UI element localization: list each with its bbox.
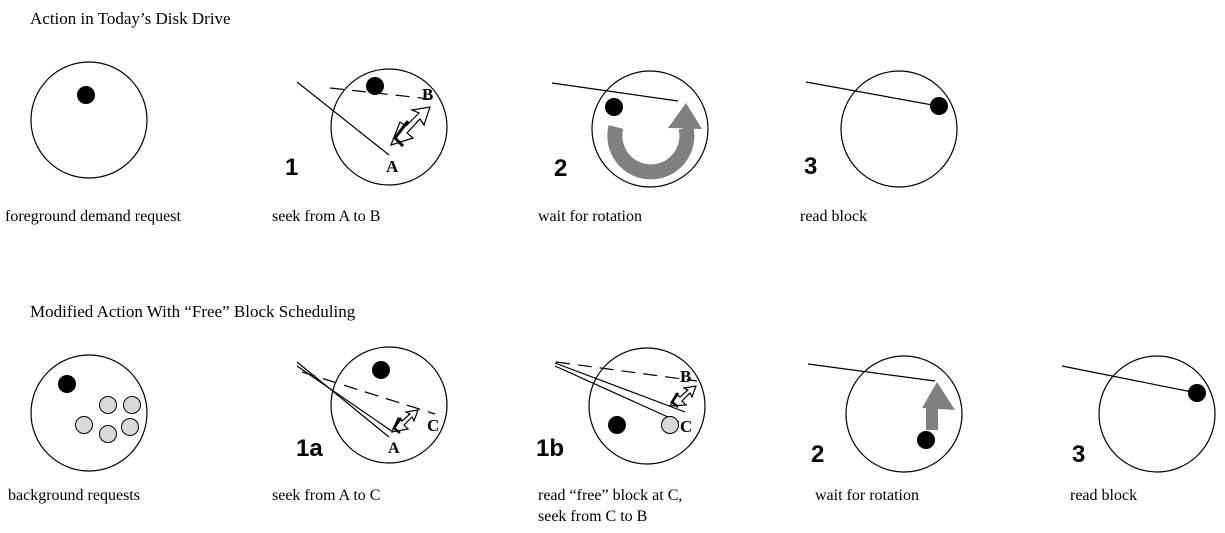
target-block xyxy=(930,97,948,115)
disk-arm xyxy=(551,82,679,102)
disk-arm xyxy=(807,363,936,382)
caption-foreground-request: foreground demand request xyxy=(5,208,181,225)
disk-arm xyxy=(296,361,390,438)
disk-arm-secondary xyxy=(296,365,394,433)
section2-title: Modified Action With “Free” Block Schedu… xyxy=(30,302,356,321)
step-number: 3 xyxy=(804,153,817,180)
step-number: 2 xyxy=(811,441,824,468)
background-block xyxy=(99,425,117,443)
seek-arrow-shadow xyxy=(392,417,403,434)
disk-platter xyxy=(1098,355,1216,473)
label-c: C xyxy=(427,416,439,435)
rotation-arrow-icon xyxy=(668,103,702,129)
disk-arm-secondary xyxy=(554,365,680,423)
disk-arm xyxy=(296,81,390,156)
disk-platter xyxy=(845,355,963,473)
target-block xyxy=(372,361,390,379)
target-block xyxy=(917,431,935,449)
background-block xyxy=(75,416,93,434)
panel-seek-a-to-c: A C 1a seek from A to C xyxy=(272,346,448,504)
label-b: B xyxy=(422,85,433,104)
background-block xyxy=(121,418,139,436)
disk-platter xyxy=(840,70,958,188)
target-block xyxy=(77,86,95,104)
rotation-arc xyxy=(607,125,695,180)
caption-seek: seek from A to C xyxy=(272,487,380,504)
panel-read-free-block: B C 1b read “free” block at C, seek from… xyxy=(536,347,706,525)
panel-read-block: 3 read block xyxy=(800,70,958,225)
target-block xyxy=(366,77,384,95)
disk-arm xyxy=(554,362,686,413)
step-number: 3 xyxy=(1072,441,1085,468)
disk-platter xyxy=(588,347,706,465)
panel-background-requests: background requests xyxy=(8,354,148,504)
target-block xyxy=(608,416,626,434)
disk-arm-target-position xyxy=(329,87,441,101)
label-c: C xyxy=(680,417,692,436)
caption-background-requests: background requests xyxy=(8,487,140,504)
background-block xyxy=(99,396,117,414)
step-number: 1 xyxy=(285,154,298,181)
disk-arm xyxy=(805,81,939,107)
disk-platter xyxy=(30,61,148,179)
panel-wait-rotation: 2 wait for rotation xyxy=(538,70,709,225)
section1-title: Action in Today’s Disk Drive xyxy=(30,9,231,28)
caption-seek: seek from A to B xyxy=(272,208,380,225)
caption-read-free-block: read “free” block at C, xyxy=(538,487,682,504)
panel-read-block-2: 3 read block xyxy=(1061,355,1216,504)
seek-arrow-shadow xyxy=(670,392,680,408)
caption-seek-c-to-b: seek from C to B xyxy=(538,508,647,525)
label-b: B xyxy=(680,367,691,386)
target-block xyxy=(1188,384,1206,402)
seek-arrow-shadow xyxy=(393,120,410,148)
caption-wait: wait for rotation xyxy=(815,487,919,504)
background-block xyxy=(123,396,141,414)
panel-seek-a-to-b: A B 1 seek from A to B xyxy=(272,68,448,225)
rotation-arrow-icon xyxy=(922,382,955,410)
step-number: 2 xyxy=(554,155,567,182)
panel-foreground-request: foreground demand request xyxy=(5,61,181,225)
step-number: 1a xyxy=(296,435,323,462)
disk-arm xyxy=(1061,365,1198,394)
panel-wait-rotation-2: 2 wait for rotation xyxy=(807,355,963,504)
disk-platter xyxy=(330,346,448,464)
seek-arrow-icon xyxy=(668,385,697,407)
caption-read: read block xyxy=(800,208,867,225)
caption-wait: wait for rotation xyxy=(538,208,642,225)
target-block xyxy=(605,98,623,116)
step-number: 1b xyxy=(536,435,564,462)
free-block xyxy=(661,416,679,434)
disk-arm-target-position xyxy=(555,361,698,382)
disk-arm-target-position xyxy=(301,371,436,415)
target-block xyxy=(58,375,76,393)
label-a: A xyxy=(386,157,399,176)
label-a: A xyxy=(388,440,400,457)
caption-read: read block xyxy=(1070,487,1137,504)
